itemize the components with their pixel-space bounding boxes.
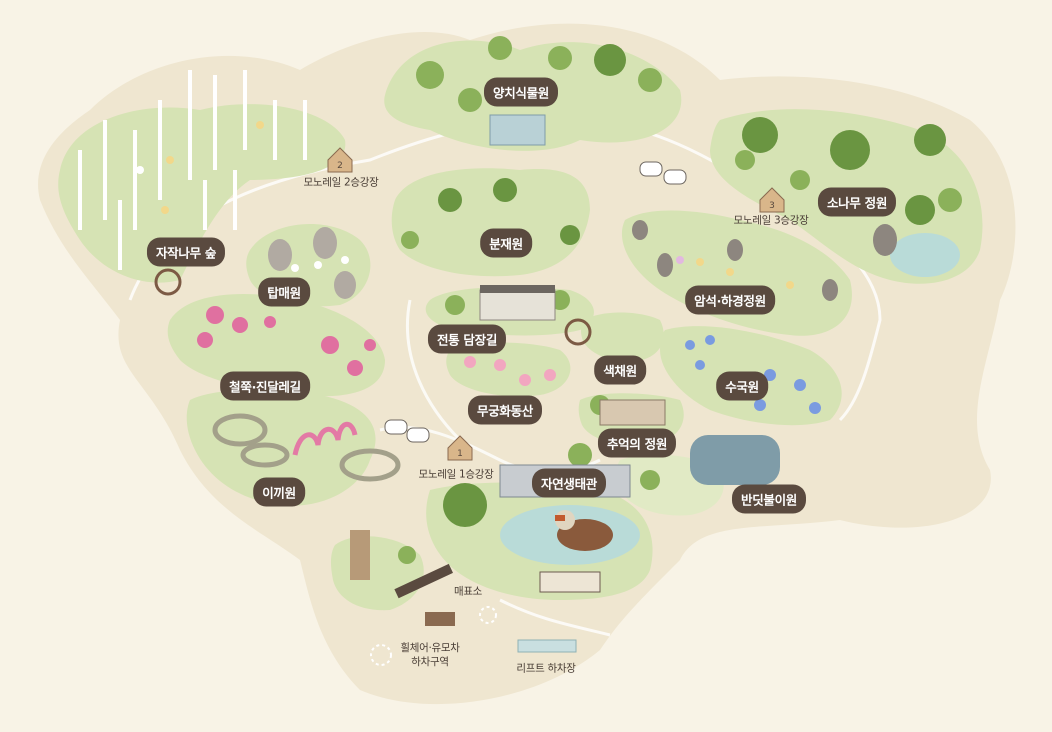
drop-off-marker: [370, 644, 392, 666]
greenhouse-icon: [489, 114, 546, 146]
label-pine-garden[interactable]: 소나무 정원: [817, 187, 897, 217]
mandarin-duck-icon: [555, 510, 613, 551]
label-hydrangea[interactable]: 수국원: [716, 371, 768, 401]
label-rose-of-sharon[interactable]: 무궁화동산: [467, 395, 543, 425]
station-number-1: 1: [457, 449, 463, 459]
label-lift[interactable]: 리프트 하차장: [516, 662, 576, 675]
station-number-3: 3: [769, 201, 775, 211]
label-color-garden[interactable]: 색채원: [594, 355, 646, 385]
label-rock-garden[interactable]: 암석·하경정원: [685, 285, 775, 315]
pink-arch-bridge: [292, 421, 358, 456]
flowers: [136, 121, 821, 414]
buildings: [350, 114, 666, 653]
label-moss-garden[interactable]: 이끼원: [253, 477, 305, 507]
label-stone-tower[interactable]: 탑매원: [258, 277, 310, 307]
label-monorail-2[interactable]: 모노레일 2승강장: [303, 176, 379, 189]
trees: [398, 36, 962, 564]
label-wheelchair-zone[interactable]: 휠체어·유모차 하차구역: [400, 641, 460, 669]
birch-trees: [78, 70, 307, 270]
label-memory-garden[interactable]: 추억의 정원: [597, 428, 677, 458]
label-stone-wall-path[interactable]: 전통 담장길: [427, 324, 507, 354]
station-number-2: 2: [337, 161, 343, 171]
label-monorail-1[interactable]: 모노레일 1승강장: [418, 468, 494, 481]
station-marker-icon: [327, 147, 785, 461]
label-tropical-greenhouse[interactable]: 양치식물원: [483, 77, 559, 107]
monorail-car-icon: [384, 161, 687, 443]
label-birch-forest[interactable]: 자작나무 숲: [146, 237, 226, 267]
label-bonsai[interactable]: 분재원: [480, 228, 532, 258]
rocks: [268, 220, 897, 301]
label-ticket-office[interactable]: 매표소: [453, 585, 483, 598]
label-ecology-hall[interactable]: 자연생태관: [531, 468, 607, 498]
moss-stone-rings: [212, 413, 401, 482]
label-wheelchair-line2: 하차구역: [411, 656, 449, 668]
label-wheelchair-line1: 휠체어·유모차: [400, 642, 460, 654]
label-firefly-garden[interactable]: 반딧불이원: [731, 484, 807, 514]
label-azalea-path[interactable]: 철쭉·진달레길: [220, 371, 310, 401]
waterwheel-icon: [154, 268, 592, 346]
label-monorail-3[interactable]: 모노레일 3승강장: [733, 214, 809, 227]
drop-off-marker-2: [479, 606, 497, 624]
